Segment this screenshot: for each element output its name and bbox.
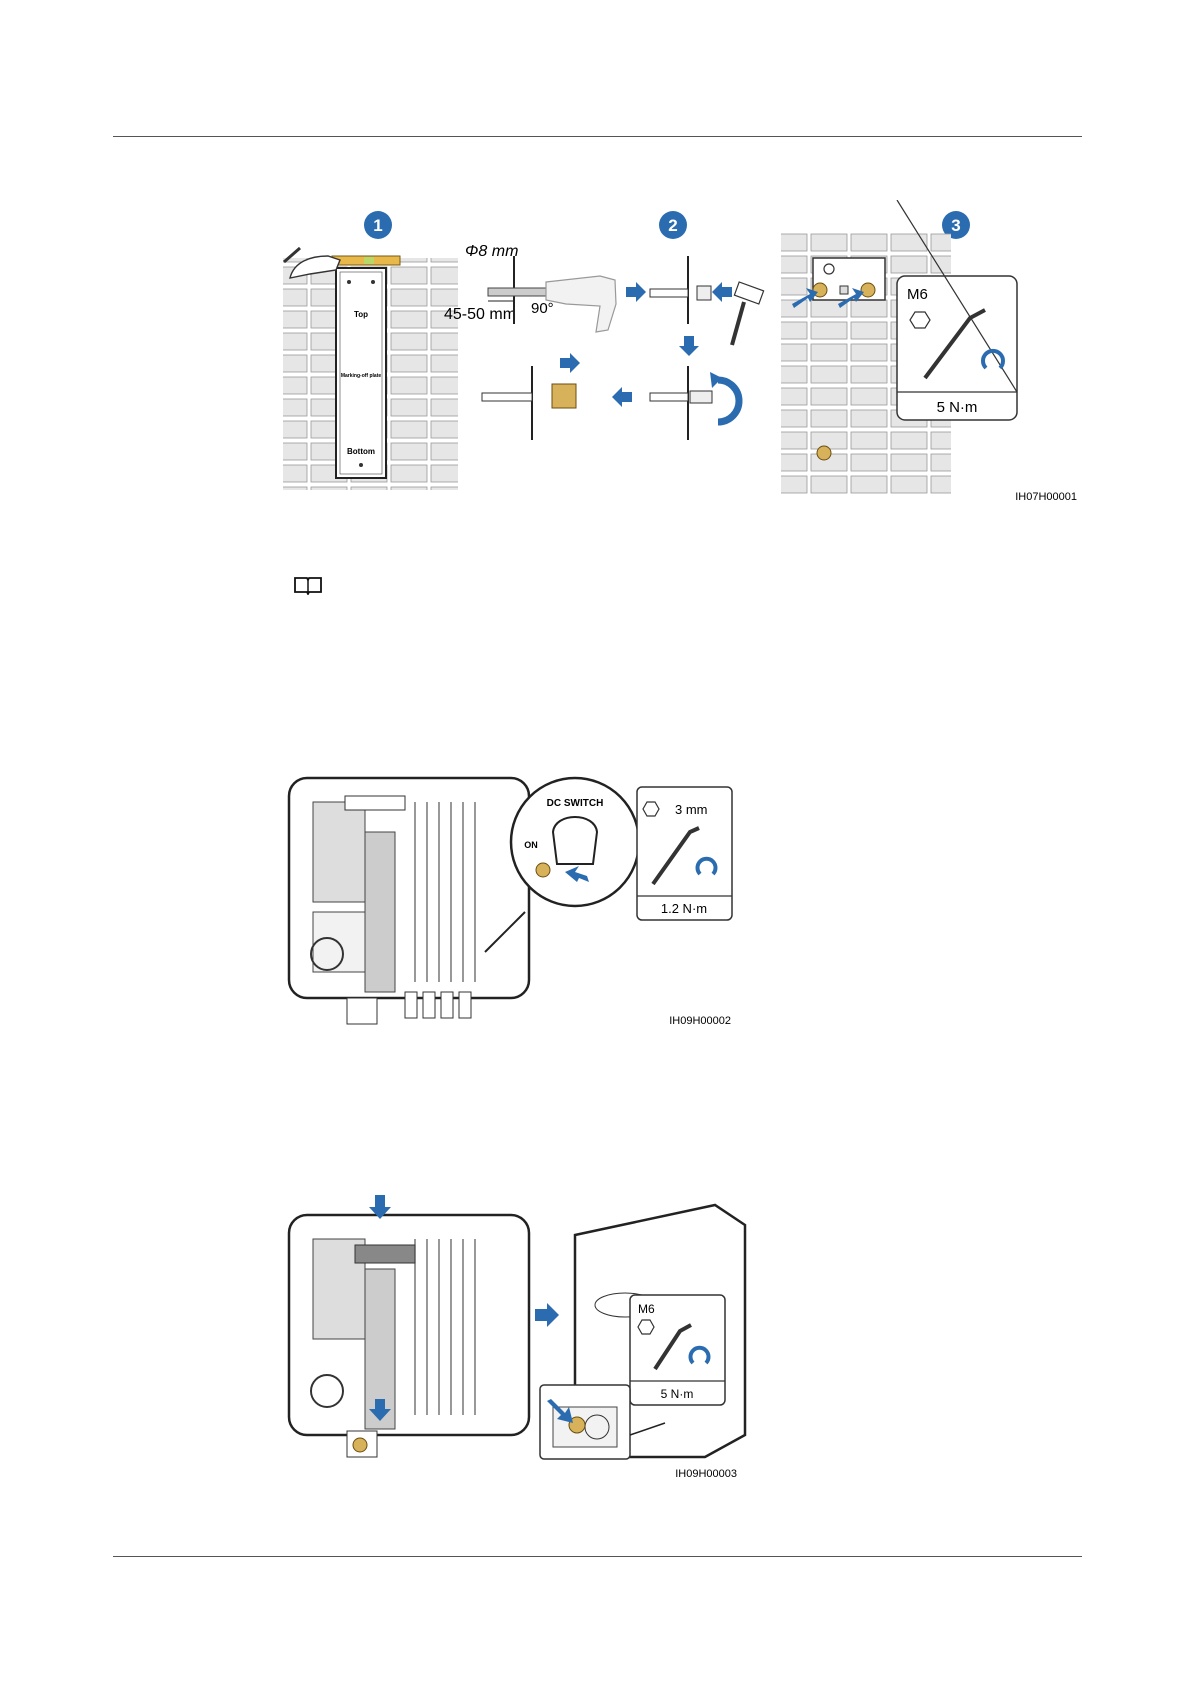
figure-hang-inverter: M6 5 N·m IH09H00003 (285, 1195, 805, 1485)
lock-screw-icon (536, 863, 550, 877)
figure-id-1: IH07H00001 (1015, 491, 1077, 503)
figure-dc-switch-lock: DC SWITCH ON 3 mm 1.2 N·m IH09H00002 (285, 772, 795, 1032)
svg-text:3 mm: 3 mm (675, 802, 708, 817)
inverter-rear-view (289, 778, 529, 1024)
svg-text:M6: M6 (638, 1302, 655, 1316)
dc-switch-zoom: DC SWITCH ON (511, 778, 639, 906)
svg-text:Φ8 mm: Φ8 mm (465, 243, 518, 260)
step-badge-2: 2 (659, 211, 687, 239)
drill-dimension-labels: Φ8 mm 45-50 mm 90° (444, 243, 554, 323)
svg-text:3: 3 (951, 216, 960, 235)
figure-wall-mount-steps: 1 2 3 Top Marking-off plate Bottom Φ8 mm… (270, 200, 1090, 510)
svg-text:2: 2 (668, 216, 677, 235)
svg-text:Bottom: Bottom (347, 447, 375, 456)
svg-text:5 N·m: 5 N·m (937, 399, 978, 416)
svg-text:45-50 mm: 45-50 mm (444, 306, 516, 323)
hammer-drill-icon (546, 276, 616, 332)
figure-id-3: IH09H00003 (675, 1468, 737, 1480)
m6-torque-callout-box: M6 5 N·m (630, 1295, 725, 1405)
svg-text:90°: 90° (531, 300, 554, 317)
rotate-arrow-icon (710, 372, 739, 422)
arrow-right-icon (626, 282, 646, 302)
step-badge-1: 1 (364, 211, 392, 239)
wall-section-anchor-removed (482, 353, 580, 440)
arrow-left-icon-2 (612, 387, 632, 407)
arrow-right-icon (535, 1303, 559, 1327)
arrow-down-icon (679, 336, 699, 356)
svg-text:1.2 N·m: 1.2 N·m (661, 901, 707, 916)
svg-text:ON: ON (524, 840, 538, 850)
note-book-icon (293, 575, 323, 595)
svg-text:M6: M6 (907, 286, 928, 303)
dc-switch-knob (553, 817, 597, 864)
footer-rule (113, 1556, 1082, 1557)
spirit-level (332, 256, 400, 265)
header-rule (113, 136, 1082, 137)
hammer-icon (732, 282, 764, 345)
inverter-rear-view-with-bracket (289, 1195, 529, 1457)
marking-off-plate: Top Marking-off plate Bottom (336, 268, 386, 478)
arrow-left-icon (712, 282, 732, 302)
figure-id-2: IH09H00002 (669, 1015, 731, 1027)
svg-text:Marking-off plate: Marking-off plate (341, 373, 381, 379)
svg-text:1: 1 (373, 216, 382, 235)
hex-key-callout-box: 3 mm 1.2 N·m (637, 787, 732, 920)
wall-section-anchor (650, 256, 711, 324)
wall-section-tighten (650, 366, 712, 440)
svg-text:5 N·m: 5 N·m (661, 1387, 694, 1401)
svg-text:Top: Top (354, 310, 368, 319)
svg-text:DC SWITCH: DC SWITCH (547, 798, 604, 809)
